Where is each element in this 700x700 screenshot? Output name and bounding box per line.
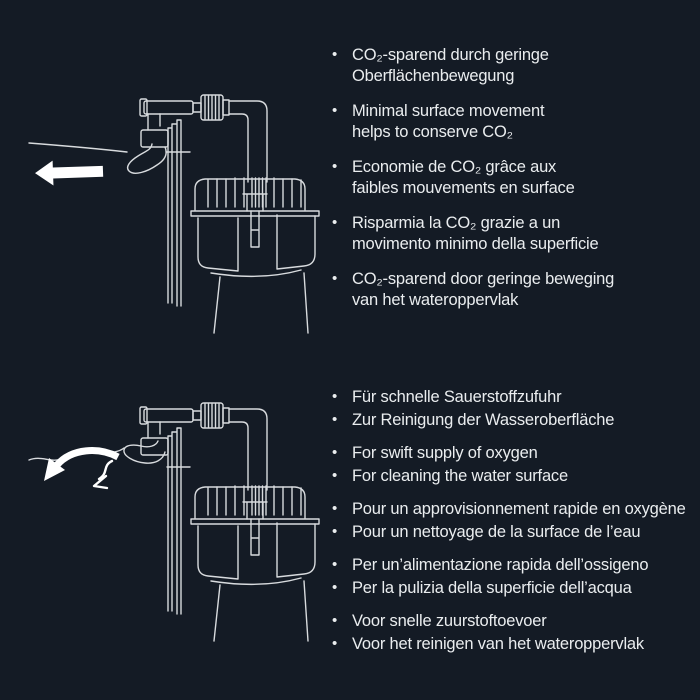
bullet-icon: • — [332, 270, 338, 287]
bullet-icon: • — [332, 444, 338, 461]
list-item-line: Per la pulizia della superficie dell’acq… — [352, 578, 632, 597]
bullet-icon: • — [332, 388, 338, 405]
list-item: • Zur Reinigung der Wasseroberfläche — [332, 409, 694, 432]
language-group: • For swift supply of oxygen • For cleanin… — [332, 442, 694, 487]
list-item: • Minimal surface movement helps to conse… — [332, 101, 694, 142]
water-surface-line — [28, 142, 191, 153]
list-item: • Voor snelle zuurstoftoevoer — [332, 610, 694, 633]
list-item-line: faibles mouvements en surface — [352, 178, 575, 197]
bullet-icon: • — [332, 500, 338, 517]
list-item-line: movimento minimo della superficie — [352, 234, 599, 253]
list-item-line: helps to conserve CO₂ — [352, 122, 513, 141]
list-item: • Für schnelle Sauerstoffzufuhr — [332, 386, 694, 409]
list-item-line: Pour un approvisionnement rapide en oxyg… — [352, 500, 686, 518]
bullet-icon: • — [332, 102, 338, 119]
list-item-line: For swift supply of oxygen — [352, 444, 538, 462]
list-item-line: CO₂-sparend door geringe beweging — [352, 270, 615, 288]
list-item-line: Minimal surface movement — [352, 102, 545, 120]
bullet-icon: • — [332, 522, 338, 540]
list-item-line: Risparmia la CO₂ grazie a un — [352, 214, 561, 232]
filter-outlet-device — [139, 94, 320, 334]
bullet-icon: • — [332, 214, 338, 231]
benefits-list-oxygen: • Für schnelle Sauerstoffzufuhr • Zur Rein… — [332, 386, 694, 666]
bullet-icon: • — [332, 612, 338, 629]
language-group: • Für schnelle Sauerstoffzufuhr • Zur Rein… — [332, 386, 694, 431]
bullet-icon: • — [332, 578, 338, 596]
list-item-line: Voor het reinigen van het wateroppervlak — [352, 634, 644, 653]
outlet-nozzle-up — [123, 440, 166, 464]
list-item: • Per la pulizia della superficie dell’ac… — [332, 577, 694, 600]
list-item-line: van het wateroppervlak — [352, 290, 519, 309]
bullet-icon: • — [332, 410, 338, 428]
diagram-agitated-surface — [28, 402, 320, 642]
list-item: • Pour un approvisionnement rapide en oxy… — [332, 498, 694, 521]
list-item-line: CO₂-sparend durch geringe — [352, 46, 549, 64]
bullet-icon: • — [332, 466, 338, 484]
list-item: • For cleaning the water surface — [332, 465, 694, 488]
list-item-line: Pour un nettoyage de la surface de l’eau — [352, 522, 641, 541]
list-item: • Economie de CO₂ grâce aux faibles mouve… — [332, 157, 694, 198]
bullet-icon: • — [332, 46, 338, 63]
flow-left-arrow-icon — [35, 160, 104, 186]
outlet-nozzle-down — [126, 143, 167, 174]
list-item: • For swift supply of oxygen — [332, 442, 694, 465]
list-item: • Per un’alimentazione rapida dell’ossige… — [332, 554, 694, 577]
filter-outlet-device — [139, 402, 320, 642]
language-group: • Per un’alimentazione rapida dell’ossige… — [332, 554, 694, 599]
language-group: • Pour un approvisionnement rapide en oxy… — [332, 498, 694, 543]
bullet-icon: • — [332, 556, 338, 573]
list-item-line: Oberflächenbewegung — [352, 66, 515, 85]
list-item: • Pour un nettoyage de la surface de l’ea… — [332, 521, 694, 544]
list-item-line: Economie de CO₂ grâce aux — [352, 158, 557, 176]
bullet-icon: • — [332, 158, 338, 175]
small-wave-arrow-icon — [92, 459, 114, 490]
list-item-line: Zur Reinigung der Wasseroberfläche — [352, 410, 615, 429]
list-item: • Voor het reinigen van het wateroppervla… — [332, 633, 694, 656]
language-group: • Voor snelle zuurstoftoevoer • Voor het r… — [332, 610, 694, 655]
list-item: • CO₂-sparend door geringe beweging van h… — [332, 269, 694, 310]
bullet-icon: • — [332, 634, 338, 652]
list-item-line: Voor snelle zuurstoftoevoer — [352, 612, 547, 630]
list-item: • Risparmia la CO₂ grazie a un movimento … — [332, 213, 694, 254]
diagram-calm-surface — [28, 94, 320, 334]
list-item-line: For cleaning the water surface — [352, 466, 568, 485]
list-item-line: Für schnelle Sauerstoffzufuhr — [352, 388, 562, 406]
list-item-line: Per un’alimentazione rapida dell’ossigen… — [352, 556, 649, 574]
splash-curl-arrow-icon — [44, 447, 120, 481]
